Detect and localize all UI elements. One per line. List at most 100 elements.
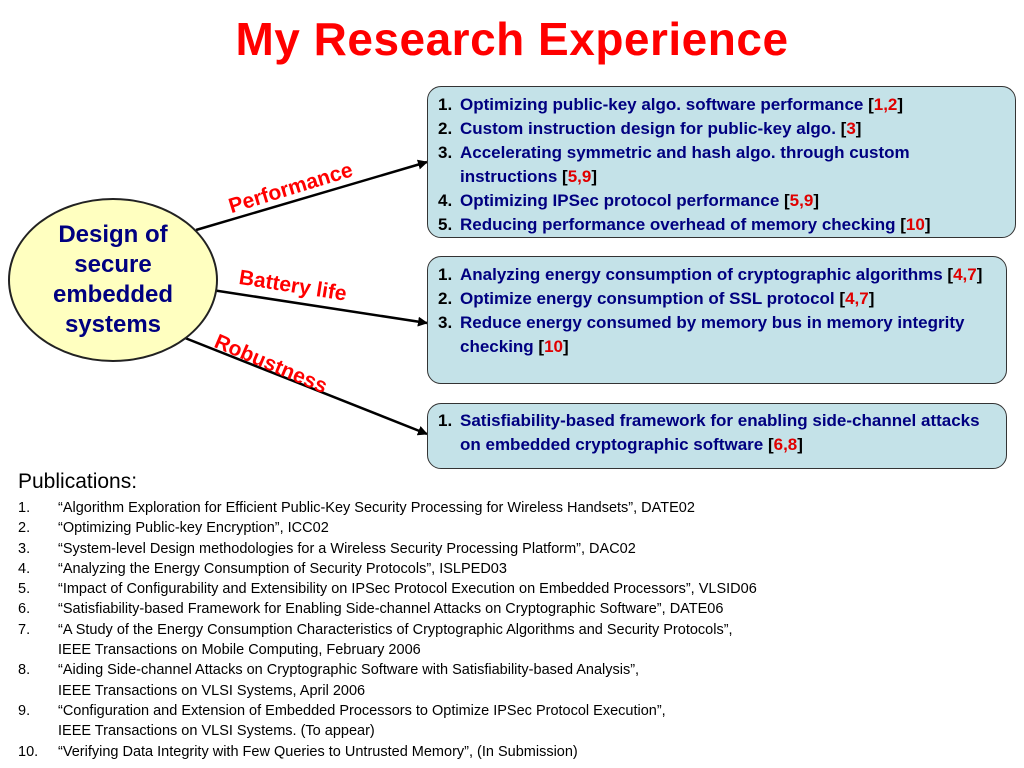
publication-text: “Configuration and Extension of Embedded… [58, 702, 666, 719]
ref-numbers: 10 [544, 337, 564, 356]
ref-numbers: 5,9 [567, 167, 592, 186]
item-text: Optimize energy consumption of SSL proto… [460, 289, 875, 308]
item-text: Reduce energy consumed by memory bus in … [460, 313, 965, 356]
ref-bracket: [ [784, 191, 790, 210]
item-text: Reducing performance overhead of memory … [460, 215, 931, 234]
publication-text: “Algorithm Exploration for Efficient Pub… [58, 500, 695, 516]
ref-numbers: 1,2 [873, 95, 898, 114]
ref-bracket: [ [947, 265, 954, 284]
publication-number: 3. [18, 540, 31, 557]
ref-bracket: [ [767, 435, 774, 454]
ref-numbers: 6,8 [773, 435, 798, 454]
ref-numbers: 5,9 [789, 191, 814, 210]
center-line: secure [74, 251, 152, 278]
battery-item: 1. Analyzing energy consumption of crypto… [438, 263, 998, 287]
publication-number [18, 640, 58, 660]
publication-number: 1. [18, 500, 31, 516]
publication-number: 8. [18, 662, 31, 679]
ref-numbers: 10 [905, 215, 925, 234]
ref-bracket: [ [562, 167, 568, 186]
ref-bracket: ] [813, 191, 819, 210]
publication-text: “System-level Design methodologies for a… [58, 540, 636, 557]
robustness-list: 1. Satisfiability-based framework for ena… [438, 409, 998, 457]
robustness-arrow [179, 334, 428, 436]
performance-item: 3. Accelerating symmetric and hash algo. … [438, 141, 1007, 189]
publication-line: 9. “Configuration and Extension of Embedd… [18, 701, 1018, 721]
battery-item: 2. Optimize energy consumption of SSL pro… [438, 287, 998, 311]
center-line: Design of [58, 221, 168, 248]
publication-number: 2. [18, 520, 31, 537]
item-number: 1. [438, 411, 453, 430]
ref-bracket: [ [840, 119, 847, 138]
ref-bracket: [ [538, 337, 545, 356]
battery-arrow [211, 288, 428, 327]
ref-bracket: [ [900, 215, 906, 234]
item-number: 1. [438, 265, 453, 284]
publication-number: 4. [18, 560, 31, 577]
publication-line: 1. “Algorithm Exploration for Efficient P… [18, 498, 1018, 518]
battery-item: 3. Reduce energy consumed by memory bus i… [438, 311, 998, 359]
robustness-box: 1. Satisfiability-based framework for ena… [427, 403, 1007, 469]
performance-item: 2.Custom instruction design for public-k… [438, 117, 1007, 141]
publication-text: IEEE Transactions on Mobile Computing, F… [58, 642, 421, 659]
publication-line: 8.“Aiding Side-channel Attacks on Crypto… [18, 660, 1018, 680]
ref-bracket: ] [563, 337, 569, 356]
item-number: 1. [438, 95, 453, 114]
battery-box: 1. Analyzing energy consumption of crypto… [427, 256, 1007, 384]
performance-arrow [195, 159, 428, 232]
performance-box: 1. Optimizing public-key algo. software p… [427, 86, 1016, 238]
ref-bracket: ] [924, 215, 931, 234]
publication-line: IEEE Transactions on Mobile Computing, F… [18, 640, 1018, 660]
item-number: 3. [438, 143, 453, 162]
performance-list: 1. Optimizing public-key algo. software p… [438, 93, 1007, 237]
publication-line: IEEE Transactions on VLSI Systems. (To a… [18, 721, 1018, 741]
publications-heading: Publications: [18, 470, 138, 493]
ref-numbers: 3 [846, 119, 856, 138]
publication-text: “Optimizing Public-key Encryption”, ICC0… [58, 520, 329, 537]
ref-bracket: [ [868, 95, 874, 114]
publication-line: 7.“A Study of the Energy Consumption Cha… [18, 620, 1018, 640]
publication-number [18, 681, 58, 701]
publication-line: 4. “Analyzing the Energy Consumption of S… [18, 559, 1018, 579]
performance-item: 1. Optimizing public-key algo. software p… [438, 93, 1007, 117]
publication-number: 6. [18, 601, 31, 618]
publication-text: IEEE Transactions on VLSI Systems, April… [58, 682, 366, 699]
ref-bracket: ] [897, 95, 904, 114]
center-line: systems [64, 311, 162, 338]
ref-bracket: ] [797, 435, 803, 454]
item-text: Accelerating symmetric and hash algo. th… [460, 143, 910, 186]
publication-text: “Analyzing the Energy Consumption of Sec… [58, 560, 507, 577]
item-text: Satisfiability-based framework for enabl… [460, 411, 980, 454]
publication-line: 6. “Satisfiability-based Framework for En… [18, 599, 1018, 619]
ref-bracket: [ [839, 289, 846, 308]
item-text: Optimizing IPSec protocol performance [5… [460, 191, 819, 210]
ref-numbers: 4,7 [845, 289, 869, 308]
ref-bracket: ] [591, 167, 597, 186]
publication-number: 10. [18, 743, 39, 760]
item-number: 2. [438, 289, 453, 308]
publication-number [18, 721, 58, 741]
ref-numbers: 4,7 [953, 265, 977, 284]
item-number: 3. [438, 313, 453, 332]
publication-line: 10.“Verifying Data Integrity with Few Qu… [18, 742, 1018, 762]
publication-line: IEEE Transactions on VLSI Systems, April… [18, 681, 1018, 701]
publication-text: “A Study of the Energy Consumption Chara… [58, 621, 733, 638]
publication-line: 5.“Impact of Configurability and Extensi… [18, 579, 1018, 599]
robustness-item: 1. Satisfiability-based framework for ena… [438, 409, 998, 457]
publication-line: 3. “System-level Design methodologies for… [18, 539, 1018, 559]
publications-list: 1. “Algorithm Exploration for Efficient P… [18, 498, 1018, 762]
item-number: 4. [438, 191, 453, 210]
slide-title: My Research Experience [235, 13, 789, 65]
ref-bracket: ] [976, 265, 983, 284]
item-number: 2. [438, 119, 453, 138]
ref-bracket: ] [855, 119, 862, 138]
item-text: Optimizing public-key algo. software per… [460, 95, 904, 114]
performance-item: 4. Optimizing IPSec protocol performance … [438, 189, 1007, 213]
item-text: Analyzing energy consumption of cryptogr… [460, 265, 983, 284]
publication-text: “Satisfiability-based Framework for Enab… [58, 601, 724, 618]
center-node: Design of secure embedded systems [8, 198, 218, 362]
publication-text: “Impact of Configurability and Extensibi… [58, 581, 757, 598]
publication-number: 9. [18, 702, 31, 719]
ref-bracket: ] [868, 289, 875, 308]
